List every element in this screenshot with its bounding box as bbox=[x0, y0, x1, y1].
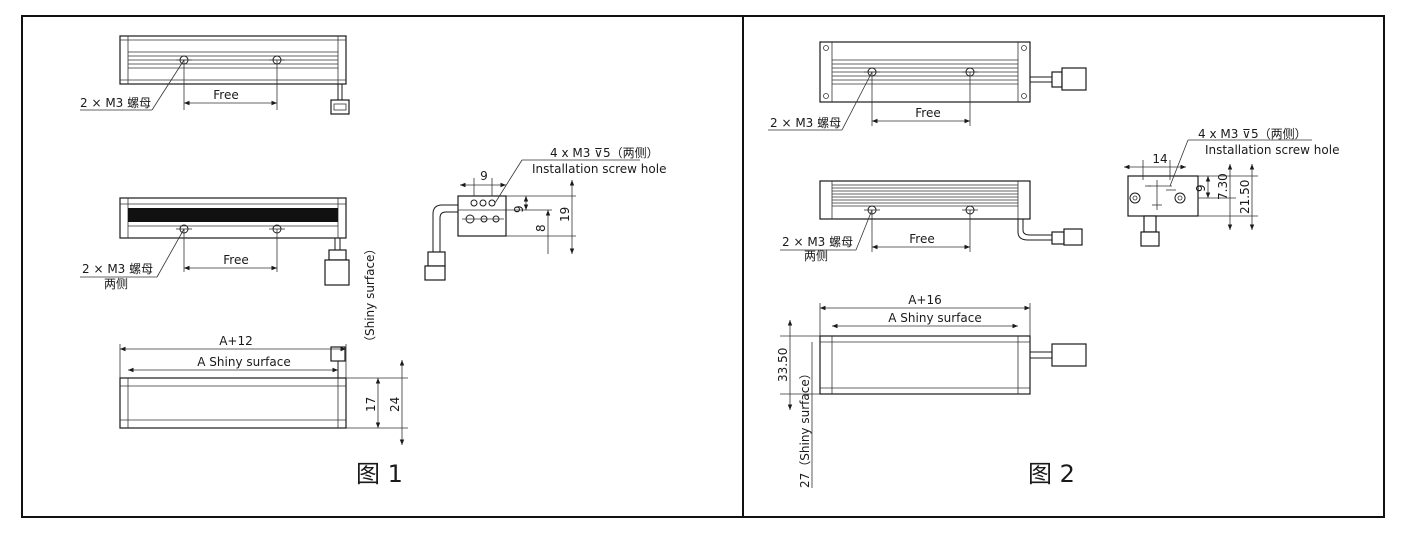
connector-icon bbox=[1051, 343, 1087, 367]
fig1-front-dim-17: 17 bbox=[364, 397, 378, 412]
fig1-end-screw: 4 x M3 ⊽5（两侧） bbox=[550, 146, 659, 160]
fig2-side-label: 2 × M3 螺母 bbox=[782, 235, 853, 249]
fig2-end-dim-730: 7.30 bbox=[1216, 173, 1230, 200]
fig1-front-view: A+12 A Shiny surface 17 24 （Shiny surfac… bbox=[119, 243, 408, 445]
fig1-top-label: 2 × M3 螺母 bbox=[80, 96, 151, 110]
fig2-front-view: A+16 A Shiny surface 33.50 27（Shiny surf… bbox=[776, 293, 1087, 488]
drawing-frame bbox=[21, 15, 1385, 518]
mount-hole-icon bbox=[1174, 192, 1186, 204]
fig1-end-view: 9 4 x M3 ⊽5（两侧） Installation screw hole … bbox=[424, 146, 666, 281]
fig1-top-view: Free 2 × M3 螺母 bbox=[80, 35, 350, 115]
fig2-end-view: 14 4 x M3 ⊽5（两侧） Installation screw hole… bbox=[1124, 127, 1339, 247]
fig1-end-dim-9: 9 bbox=[480, 169, 488, 183]
fig1-front-shiny-vertical: （Shiny surface） bbox=[363, 243, 377, 348]
figure-2: Free 2 × M3 螺母 bbox=[768, 41, 1339, 488]
fig1-front-dim-24: 24 bbox=[388, 397, 402, 412]
fig1-front-shiny: A Shiny surface bbox=[197, 355, 290, 369]
fig2-caption: 图 2 bbox=[1028, 460, 1075, 488]
fig2-front-dim-27: 27（Shiny surface） bbox=[798, 367, 812, 488]
fig2-end-dim-2150: 21.50 bbox=[1238, 180, 1252, 214]
fig1-end-dim-9b: 9 bbox=[512, 205, 526, 213]
fig2-front-dim-3350: 33.50 bbox=[776, 348, 790, 382]
fig1-front-overall: A+12 bbox=[219, 334, 253, 348]
fig2-end-screw: 4 x M3 ⊽5（两侧） bbox=[1198, 127, 1307, 141]
mount-hole-icon bbox=[1129, 192, 1141, 204]
fig1-end-dim-8: 8 bbox=[534, 224, 548, 232]
fig1-side-label2: 两侧 bbox=[104, 277, 128, 291]
fig1-caption: 图 1 bbox=[356, 460, 403, 488]
fig2-side-label2: 两侧 bbox=[804, 249, 828, 263]
fig2-top-label: 2 × M3 螺母 bbox=[770, 116, 841, 130]
fig2-top-view: Free 2 × M3 螺母 bbox=[768, 41, 1087, 131]
fig2-end-dim-14: 14 bbox=[1152, 152, 1167, 166]
fig1-side-view: Free 2 × M3 螺母 两侧 bbox=[80, 197, 350, 291]
fig1-end-install: Installation screw hole bbox=[532, 162, 666, 176]
fig2-side-view: Free 2 × M3 螺母 两侧 bbox=[780, 180, 1083, 263]
figure-1: Free 2 × M3 螺母 Free bbox=[80, 35, 666, 488]
fig1-side-free: Free bbox=[223, 253, 248, 267]
fig2-end-install: Installation screw hole bbox=[1205, 143, 1339, 157]
fig2-side-free: Free bbox=[909, 232, 934, 246]
fig2-top-free: Free bbox=[915, 106, 940, 120]
fig2-end-dim-9: 9 bbox=[1194, 184, 1208, 192]
fig1-side-label: 2 × M3 螺母 bbox=[82, 262, 153, 276]
fig1-top-free: Free bbox=[213, 88, 238, 102]
fig1-end-dim-19: 19 bbox=[558, 207, 572, 222]
fig2-front-overall: A+16 bbox=[908, 293, 942, 307]
fig2-front-shiny: A Shiny surface bbox=[888, 311, 981, 325]
